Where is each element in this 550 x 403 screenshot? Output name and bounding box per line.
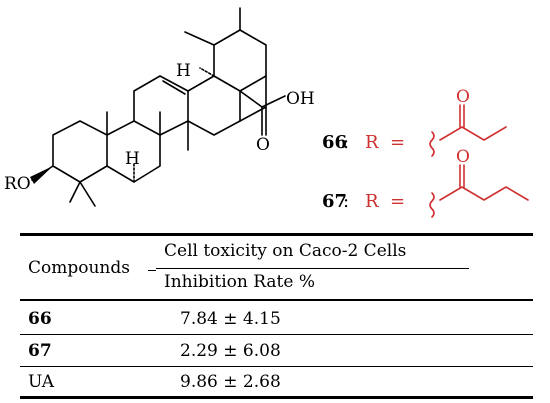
header-inhibition-rate: Inhibition Rate % <box>164 272 315 292</box>
compound-66-colon: : <box>343 132 349 153</box>
compound-67-r-equals: R = <box>365 191 405 212</box>
header-cell-toxicity: Cell toxicity on Caco-2 Cells <box>164 241 407 261</box>
table-row: 67 2.29 ± 6.08 <box>20 335 533 367</box>
row-divider <box>20 366 533 367</box>
carbonyl-o-label: O <box>256 135 270 155</box>
table-bottom-rule <box>20 396 533 399</box>
row-value: 2.29 ± 6.08 <box>180 341 281 361</box>
header-mid-rule <box>156 268 469 269</box>
table-row: UA 9.86 ± 2.68 <box>20 367 533 397</box>
h-label-top: H <box>176 61 191 81</box>
table-header-rule <box>20 299 533 301</box>
compound-66-r-equals: R = <box>365 132 405 153</box>
table-top-rule <box>20 233 533 236</box>
header-compounds: Compounds <box>28 258 130 278</box>
substituent-66: 66 : R = O <box>322 87 507 157</box>
ro-label: RO <box>4 174 31 194</box>
substituent-66-o-label: O <box>456 87 470 107</box>
row-value: 9.86 ± 2.68 <box>180 372 281 392</box>
substituent-67: 67 : R = O <box>322 147 529 218</box>
header-dash <box>148 270 156 271</box>
row-divider <box>20 334 533 335</box>
compound-67-colon: : <box>343 191 349 212</box>
oh-label: OH <box>286 89 315 109</box>
row-compound: UA <box>28 372 55 392</box>
substituent-67-o-label: O <box>456 147 470 167</box>
compound-67-label: 67 <box>322 191 347 212</box>
h-label-mid: H <box>125 149 140 169</box>
table-row: 66 7.84 ± 4.15 <box>20 303 533 335</box>
row-compound: 67 <box>28 341 52 361</box>
row-compound: 66 <box>28 309 52 329</box>
compound-66-label: 66 <box>322 132 347 153</box>
row-value: 7.84 ± 4.15 <box>180 309 281 329</box>
ursolic-acid-skeleton <box>30 7 286 207</box>
